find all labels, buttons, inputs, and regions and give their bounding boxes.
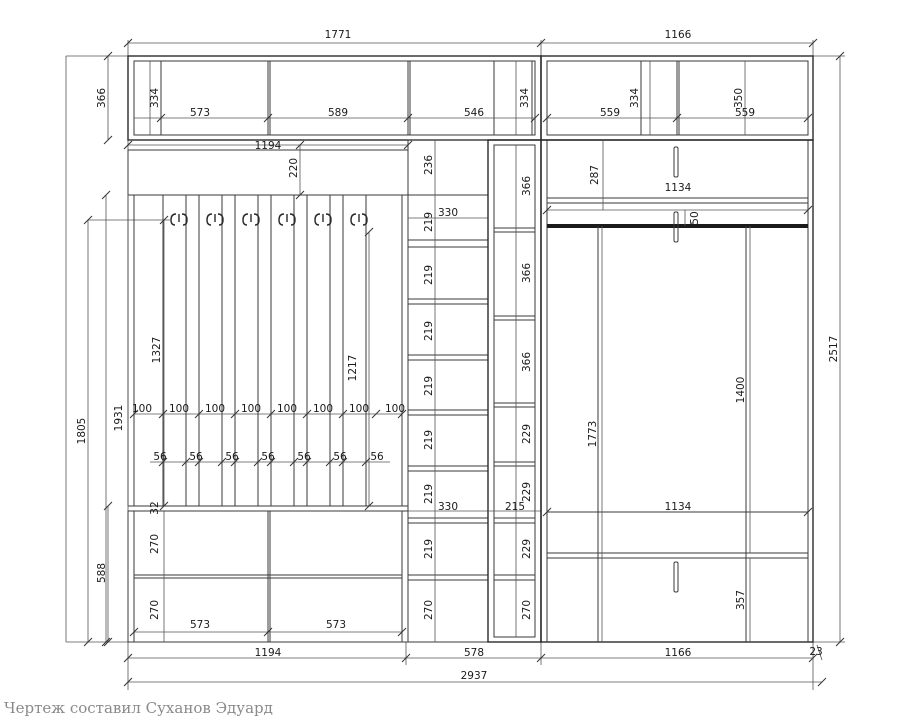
dim-366: 366 <box>96 88 108 108</box>
dim-23: 23 <box>809 646 822 658</box>
dim-50: 50 <box>689 211 701 224</box>
dim-588: 588 <box>96 563 108 583</box>
hook-icon <box>170 213 188 226</box>
dim-366-c: 366 <box>521 352 533 372</box>
author-credit: Чертеж составил Суханов Эдуард <box>4 699 273 717</box>
vertical-dimension-labels: 366 334 334 334 350 220 236 366 287 219 … <box>76 88 840 620</box>
dim-219-g: 219 <box>423 539 435 559</box>
handle-icon <box>673 211 679 243</box>
dim-219-c: 219 <box>423 321 435 341</box>
top-cabinets <box>127 55 814 141</box>
dim-229-b: 229 <box>521 482 533 502</box>
dim-1771: 1771 <box>325 29 352 41</box>
dim-1773: 1773 <box>587 421 599 448</box>
dim-270-b: 270 <box>149 600 161 620</box>
hook-icon <box>242 213 260 226</box>
dim-366-a: 366 <box>521 176 533 196</box>
dim-32: 32 <box>149 501 161 514</box>
dim-100: 100 <box>241 403 261 415</box>
dim-100: 100 <box>385 403 405 415</box>
dim-56: 56 <box>333 451 347 463</box>
dim-1194-top: 1194 <box>255 140 282 152</box>
dim-1327: 1327 <box>151 337 163 364</box>
wardrobe <box>540 139 814 643</box>
dim-215: 215 <box>505 501 525 513</box>
dim-1931: 1931 <box>113 405 125 432</box>
dim-573-c: 573 <box>326 619 346 631</box>
dim-573-b: 573 <box>190 619 210 631</box>
dim-1166-top: 1166 <box>665 29 692 41</box>
dim-330-b: 330 <box>438 501 458 513</box>
dim-100: 100 <box>277 403 297 415</box>
hook-icon <box>278 213 296 226</box>
dim-2937: 2937 <box>461 670 488 682</box>
dim-589: 589 <box>328 107 348 119</box>
dim-1166-bottom: 1166 <box>665 647 692 659</box>
dim-100: 100 <box>132 403 152 415</box>
dim-546: 546 <box>464 107 484 119</box>
dim-56: 56 <box>261 451 275 463</box>
handle-icon <box>673 561 679 593</box>
dim-56: 56 <box>153 451 167 463</box>
dim-219-b: 219 <box>423 265 435 285</box>
dim-1217: 1217 <box>347 355 359 382</box>
dim-1805: 1805 <box>76 418 88 445</box>
dim-357: 357 <box>735 590 747 610</box>
dim-1134-b: 1134 <box>665 501 692 513</box>
dim-236: 236 <box>423 155 435 175</box>
dim-100: 100 <box>169 403 189 415</box>
narrow-shelves <box>487 139 542 643</box>
hook-icon <box>314 213 332 226</box>
dim-219-e: 219 <box>423 430 435 450</box>
handle-icon <box>673 146 679 178</box>
dim-334-c: 334 <box>629 88 641 108</box>
dim-270-c: 270 <box>423 600 435 620</box>
dim-229-a: 229 <box>521 424 533 444</box>
dim-56: 56 <box>189 451 203 463</box>
dim-219-f: 219 <box>423 484 435 504</box>
dim-1194-bottom: 1194 <box>255 647 282 659</box>
hook-icon <box>350 213 368 226</box>
dim-330-a: 330 <box>438 207 458 219</box>
hanger-section <box>123 140 413 642</box>
dim-334-a: 334 <box>149 88 161 108</box>
coat-hooks <box>170 213 368 226</box>
dim-270-a: 270 <box>149 534 161 554</box>
dim-366-b: 366 <box>521 263 533 283</box>
dim-100: 100 <box>349 403 369 415</box>
dimension-labels: 1771 1166 573 589 546 559 559 1194 1134 … <box>132 29 823 682</box>
dim-1134-a: 1134 <box>665 182 692 194</box>
overall-dimension-lines <box>65 38 845 690</box>
dim-219-a: 219 <box>423 212 435 232</box>
dim-573: 573 <box>190 107 210 119</box>
lower-left-cabinet <box>127 510 409 643</box>
dim-100: 100 <box>313 403 333 415</box>
dim-1400: 1400 <box>735 377 747 404</box>
dim-2517: 2517 <box>828 336 840 363</box>
dim-56: 56 <box>225 451 239 463</box>
hook-icon <box>206 213 224 226</box>
dim-270-d: 270 <box>521 600 533 620</box>
dim-100: 100 <box>205 403 225 415</box>
dim-229-c: 229 <box>521 539 533 559</box>
dim-56: 56 <box>297 451 311 463</box>
dim-350: 350 <box>733 88 745 108</box>
dim-559: 559 <box>600 107 620 119</box>
dim-219-d: 219 <box>423 376 435 396</box>
dim-56: 56 <box>370 451 384 463</box>
dim-334-b: 334 <box>519 88 531 108</box>
dim-559-b: 559 <box>735 107 755 119</box>
dim-578: 578 <box>464 647 484 659</box>
dim-287: 287 <box>589 165 601 185</box>
dim-220: 220 <box>288 158 300 178</box>
